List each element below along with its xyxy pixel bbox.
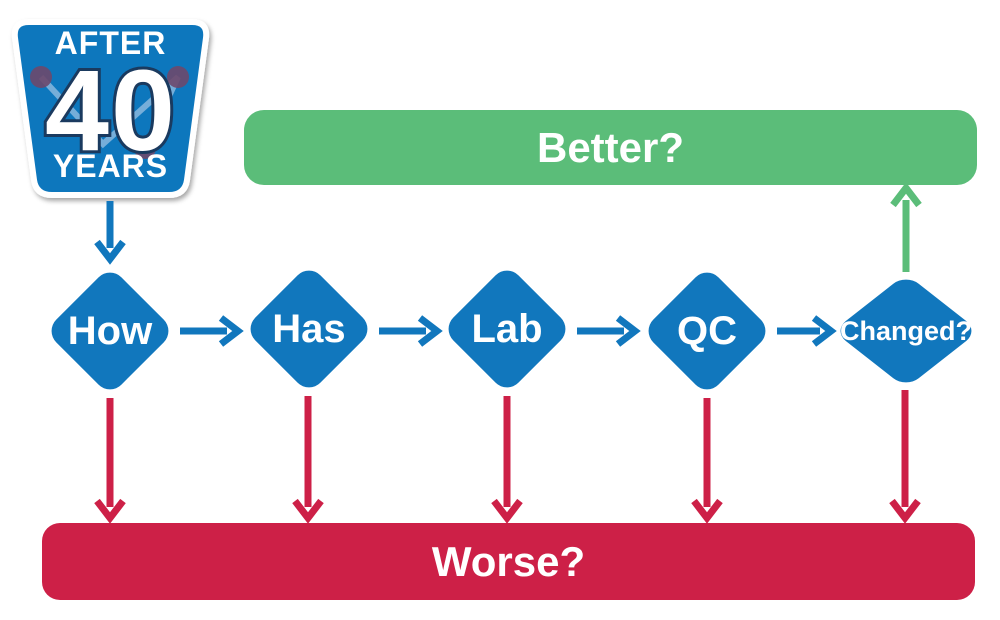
diamond-how: How — [44, 265, 176, 397]
diamond-lab: Lab — [441, 263, 573, 395]
diamond-label: QC — [677, 309, 737, 353]
better-label: Better? — [536, 123, 685, 171]
badge-trend-dot — [30, 66, 52, 88]
badge-shape — [11, 19, 210, 198]
arrow-qc-to-changed — [777, 315, 837, 347]
arrow-has-to-worse — [292, 396, 324, 524]
arrow-how-to-worse — [94, 398, 126, 524]
better-box: Better? — [244, 110, 977, 185]
badge-trend-line-icon — [38, 74, 181, 150]
diamond-label: Lab — [471, 307, 543, 351]
badge-trend-dot — [134, 137, 156, 159]
arrow-qc-to-worse — [691, 398, 723, 524]
arrow-has-to-lab — [379, 315, 443, 347]
arrow-changed-to-better — [890, 182, 922, 272]
arrow-lab-to-worse — [491, 396, 523, 524]
diamond-qc: QC — [641, 265, 773, 397]
diamond-has: Has — [243, 263, 375, 395]
arrow-badge-to-how — [94, 201, 126, 265]
badge-top-word: AFTER — [54, 25, 167, 61]
diamond-label: Changed? — [840, 315, 972, 346]
badge-trend-dot — [167, 66, 189, 88]
after-40-years-badge-icon: 40 — [11, 19, 210, 198]
arrow-how-to-has — [180, 315, 244, 347]
badge-bottom-word: YEARS — [52, 148, 169, 184]
worse-box: Worse? — [42, 523, 975, 600]
diamond-label: Has — [272, 307, 346, 351]
arrow-lab-to-qc — [577, 315, 641, 347]
worse-label: Worse? — [431, 537, 586, 585]
badge-big-number: 40 — [45, 47, 177, 175]
arrow-changed-to-worse — [889, 390, 921, 524]
diamond-label: How — [67, 309, 153, 353]
diamond-changed: Changed? — [833, 266, 979, 396]
